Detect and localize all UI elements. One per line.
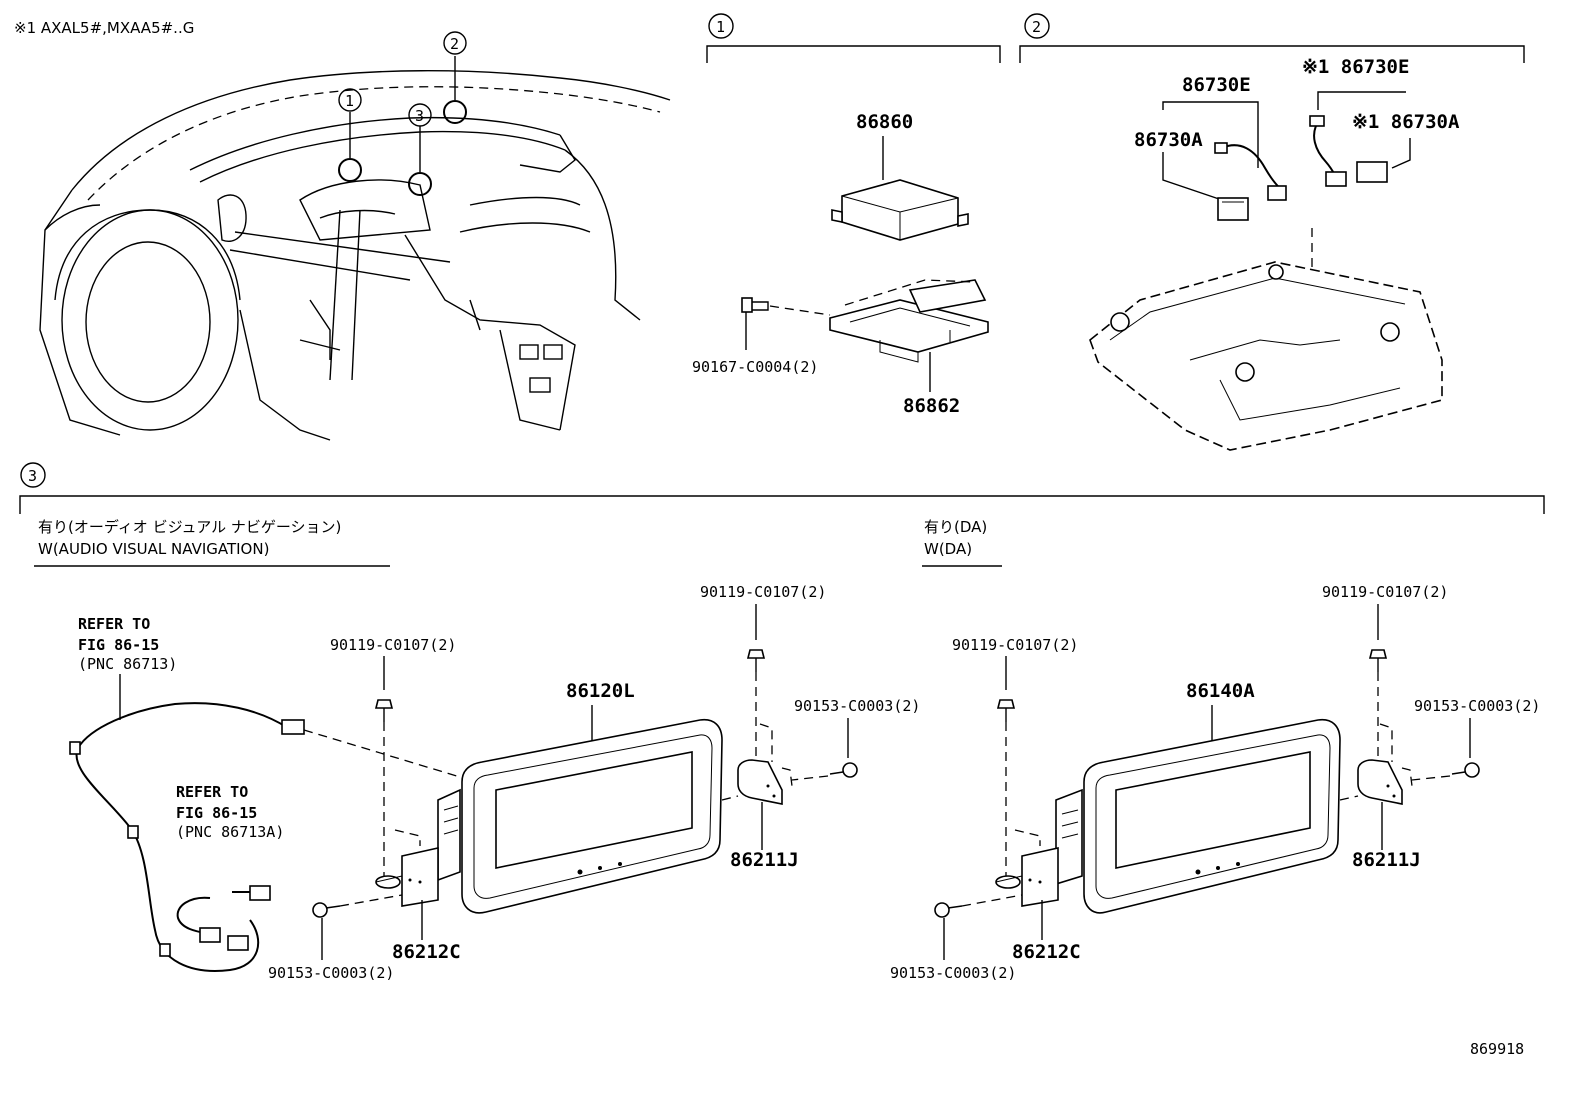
wire-86730-alt [1309,115,1388,187]
callout-2-section: 2 [1032,18,1041,36]
bolt-90119-right-b [1368,649,1388,672]
figure-number: 869918 [1470,1040,1524,1058]
header-right-en: W(DA) [924,540,972,558]
bracket-86211J-left [737,759,783,805]
header-left-en: W(AUDIO VISUAL NAVIGATION) [38,540,269,558]
callout-1-section: 1 [716,18,725,36]
section-3-bracket [19,495,1545,514]
header-right-jp: 有り(DA) [924,518,987,536]
part-86730E-note: ※1 86730E [1302,56,1409,78]
section-1-bracket [706,45,1001,63]
refer-2-line2: FIG 86-15 [176,804,257,822]
refer-2-line1: REFER TO [176,783,248,801]
part-90153-right-b: 90153-C0003(2) [890,964,1016,982]
bracket-86212C-right [995,847,1059,907]
bolt-90119-left-a [374,699,394,722]
wire-86730 [1214,142,1287,221]
part-86730E: 86730E [1182,74,1251,96]
part-90119-left-a: 90119-C0107(2) [330,636,456,654]
display-86140A [1055,718,1341,914]
part-86120L: 86120L [566,680,635,702]
part-86211J-left: 86211J [730,849,799,871]
display-86120L [437,718,723,914]
part-90119-right-b: 90119-C0107(2) [1322,583,1448,601]
part-86730A-note: ※1 86730A [1352,111,1460,133]
part-86140A: 86140A [1186,680,1255,702]
part-90153-right-a: 90153-C0003(2) [1414,697,1540,715]
part-90153-left-a: 90153-C0003(2) [794,697,920,715]
header-left-jp: 有り(オーディオ ビジュアル ナビゲーション) [38,518,341,536]
refer-1-line1: REFER TO [78,615,150,633]
bracket-86211J-right [1357,759,1403,805]
refer-1-line3: (PNC 86713) [78,655,177,673]
part-86730A: 86730A [1134,129,1203,151]
airbag-ecu-86860 [831,179,969,241]
bolt-90119-left-b [746,649,766,672]
applicability-note: ※1 AXAL5#,MXAA5#..G [14,19,194,37]
refer-1-line2: FIG 86-15 [78,636,159,654]
part-90119-right-a: 90119-C0107(2) [952,636,1078,654]
screw-90153-right-a [1451,762,1480,778]
bracket-86862 [829,279,989,363]
part-90119-left-b: 90119-C0107(2) [700,583,826,601]
part-86211J-right: 86211J [1352,849,1421,871]
refer-2-line3: (PNC 86713A) [176,823,284,841]
bracket-86212C-left [375,847,439,907]
bolt-90119-right-a [996,699,1016,722]
part-86862: 86862 [903,395,960,417]
part-86212C-left: 86212C [392,941,461,963]
callout-1-overview: 1 [345,92,354,110]
callout-3-section: 3 [28,467,37,485]
section-2-bracket [1019,45,1525,63]
part-86212C-right: 86212C [1012,941,1081,963]
callout-2-overview: 2 [450,35,459,53]
part-86860: 86860 [856,111,913,133]
overhead-console [1089,261,1443,451]
screw-90167 [741,297,769,313]
dashboard-overview [39,56,671,441]
screw-90153-left-a [829,762,858,778]
part-90167-C0004: 90167-C0004(2) [692,358,818,376]
screw-90153-left-b [312,902,341,918]
part-90153-left-b: 90153-C0003(2) [268,964,394,982]
callout-3-overview: 3 [415,107,424,125]
antenna-cable [69,702,305,972]
screw-90153-right-b [934,902,963,918]
